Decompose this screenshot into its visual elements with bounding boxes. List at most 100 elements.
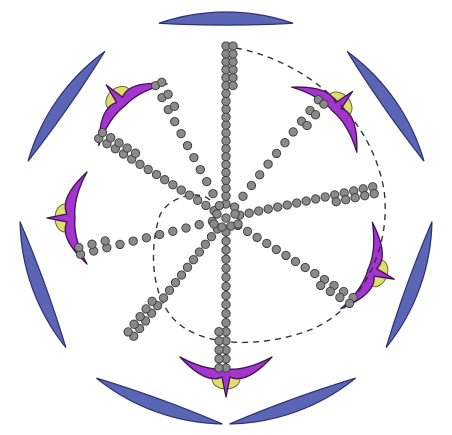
dot bbox=[177, 271, 185, 279]
dot bbox=[158, 78, 166, 86]
dot bbox=[171, 278, 179, 286]
dot bbox=[255, 207, 263, 215]
dot bbox=[264, 160, 272, 168]
dot bbox=[209, 189, 217, 197]
dot bbox=[207, 233, 215, 241]
dot bbox=[215, 337, 223, 345]
dot bbox=[177, 186, 185, 194]
dot bbox=[170, 102, 178, 110]
dot bbox=[370, 190, 378, 198]
dot bbox=[291, 257, 299, 265]
dot bbox=[222, 300, 230, 308]
dot bbox=[169, 227, 177, 235]
dot bbox=[222, 309, 230, 317]
dot bbox=[222, 113, 230, 121]
dot bbox=[222, 137, 230, 145]
row-right bbox=[236, 183, 379, 220]
dot bbox=[222, 291, 230, 299]
row-up-left bbox=[151, 78, 223, 210]
dot bbox=[361, 192, 369, 200]
dot bbox=[196, 165, 204, 173]
dot bbox=[155, 230, 163, 238]
dot bbox=[303, 121, 311, 129]
dot bbox=[222, 168, 230, 176]
dot bbox=[215, 355, 223, 363]
dot bbox=[332, 198, 340, 206]
dot bbox=[215, 364, 223, 372]
dot bbox=[185, 191, 193, 199]
dot bbox=[229, 66, 237, 74]
row-lower-right bbox=[234, 221, 358, 307]
dot bbox=[229, 73, 237, 81]
dot bbox=[245, 209, 253, 217]
dot bbox=[165, 286, 173, 294]
dot bbox=[177, 129, 185, 137]
outer-arc-4 bbox=[230, 378, 356, 424]
dot bbox=[222, 176, 230, 184]
dot bbox=[222, 145, 230, 153]
dot bbox=[222, 192, 230, 200]
dot bbox=[169, 181, 177, 189]
dot bbox=[129, 237, 137, 245]
dot bbox=[317, 281, 325, 289]
dot bbox=[231, 210, 239, 218]
outer-arc-1 bbox=[159, 12, 293, 25]
outer-arc-7 bbox=[28, 51, 105, 161]
dot bbox=[101, 237, 109, 245]
dot bbox=[283, 201, 291, 209]
dot bbox=[351, 194, 359, 202]
dot bbox=[222, 160, 230, 168]
dot bbox=[222, 273, 230, 281]
dot bbox=[171, 117, 179, 125]
dot bbox=[229, 58, 237, 66]
dot bbox=[311, 269, 319, 277]
outer-arc-2 bbox=[347, 51, 424, 161]
dot bbox=[75, 243, 83, 251]
row-down bbox=[215, 228, 230, 372]
dot bbox=[253, 233, 261, 241]
dot bbox=[142, 305, 150, 313]
dot bbox=[161, 176, 169, 184]
dot bbox=[222, 319, 230, 327]
dot bbox=[210, 220, 218, 228]
outer-arc-5 bbox=[96, 378, 222, 424]
dot bbox=[234, 220, 242, 228]
dot bbox=[202, 201, 210, 209]
dot bbox=[148, 297, 156, 305]
dot bbox=[189, 256, 197, 264]
dot bbox=[222, 105, 230, 113]
dot bbox=[272, 149, 280, 157]
dot bbox=[88, 240, 96, 248]
dot bbox=[222, 152, 230, 160]
dot bbox=[115, 139, 123, 147]
dot bbox=[222, 97, 230, 105]
dot bbox=[247, 181, 255, 189]
dot bbox=[274, 203, 282, 211]
dot bbox=[289, 128, 297, 136]
dot bbox=[263, 239, 271, 247]
dot bbox=[222, 237, 230, 245]
dot bbox=[345, 299, 353, 307]
dot bbox=[222, 129, 230, 137]
dot bbox=[194, 196, 202, 204]
dot bbox=[326, 287, 334, 295]
center-cluster bbox=[210, 210, 242, 231]
dot bbox=[107, 134, 115, 142]
dot bbox=[123, 144, 131, 152]
dot bbox=[243, 227, 251, 235]
dot bbox=[124, 328, 132, 336]
dot bbox=[320, 100, 328, 108]
dot bbox=[131, 149, 139, 157]
dot bbox=[203, 177, 211, 185]
dot bbox=[222, 214, 230, 222]
dot bbox=[264, 205, 272, 213]
dot bbox=[336, 293, 344, 301]
dot bbox=[142, 234, 150, 242]
dot bbox=[190, 153, 198, 161]
dot bbox=[164, 90, 172, 98]
dot bbox=[130, 320, 138, 328]
dot bbox=[321, 193, 329, 201]
dot bbox=[281, 139, 289, 147]
dot bbox=[116, 240, 124, 248]
